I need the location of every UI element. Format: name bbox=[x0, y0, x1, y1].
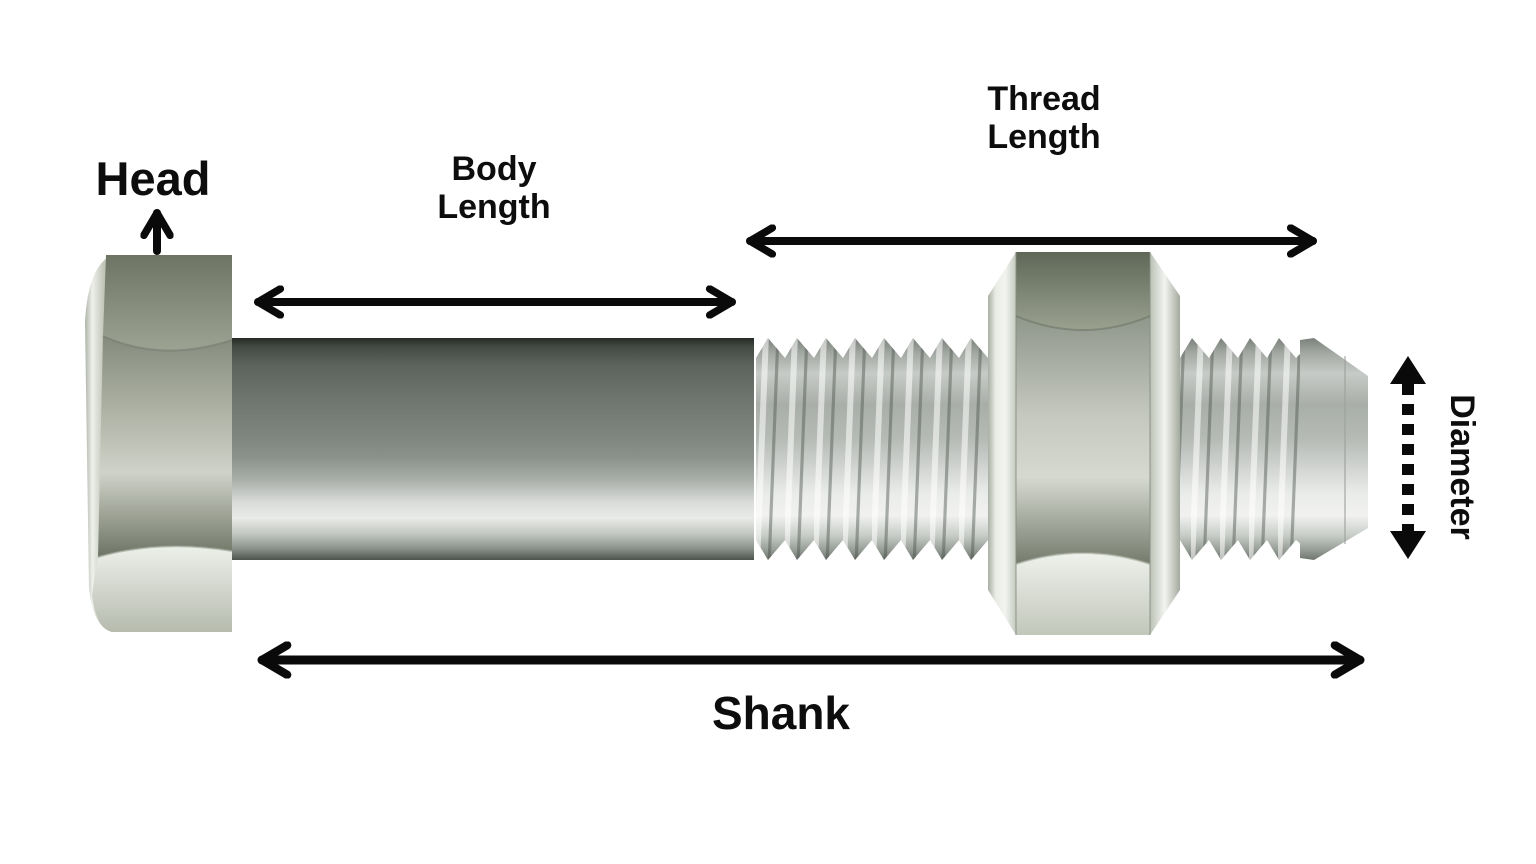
bolt-tip bbox=[1300, 338, 1368, 560]
hex-nut bbox=[988, 252, 1180, 635]
head-label: Head bbox=[95, 152, 211, 205]
bolt-threads-end bbox=[1180, 338, 1310, 560]
diameter-arrow bbox=[1390, 356, 1426, 559]
bolt-body bbox=[232, 338, 754, 560]
shank-label: Shank bbox=[711, 687, 851, 739]
bolt-threads-main bbox=[756, 338, 988, 560]
bolt-head bbox=[85, 255, 233, 632]
bolt bbox=[85, 252, 1368, 635]
body-length-label: Body Length bbox=[437, 150, 551, 227]
annotations bbox=[157, 209, 1426, 660]
diameter-label: Diameter bbox=[1443, 394, 1482, 540]
thread-length-label: Thread Length bbox=[987, 80, 1101, 157]
